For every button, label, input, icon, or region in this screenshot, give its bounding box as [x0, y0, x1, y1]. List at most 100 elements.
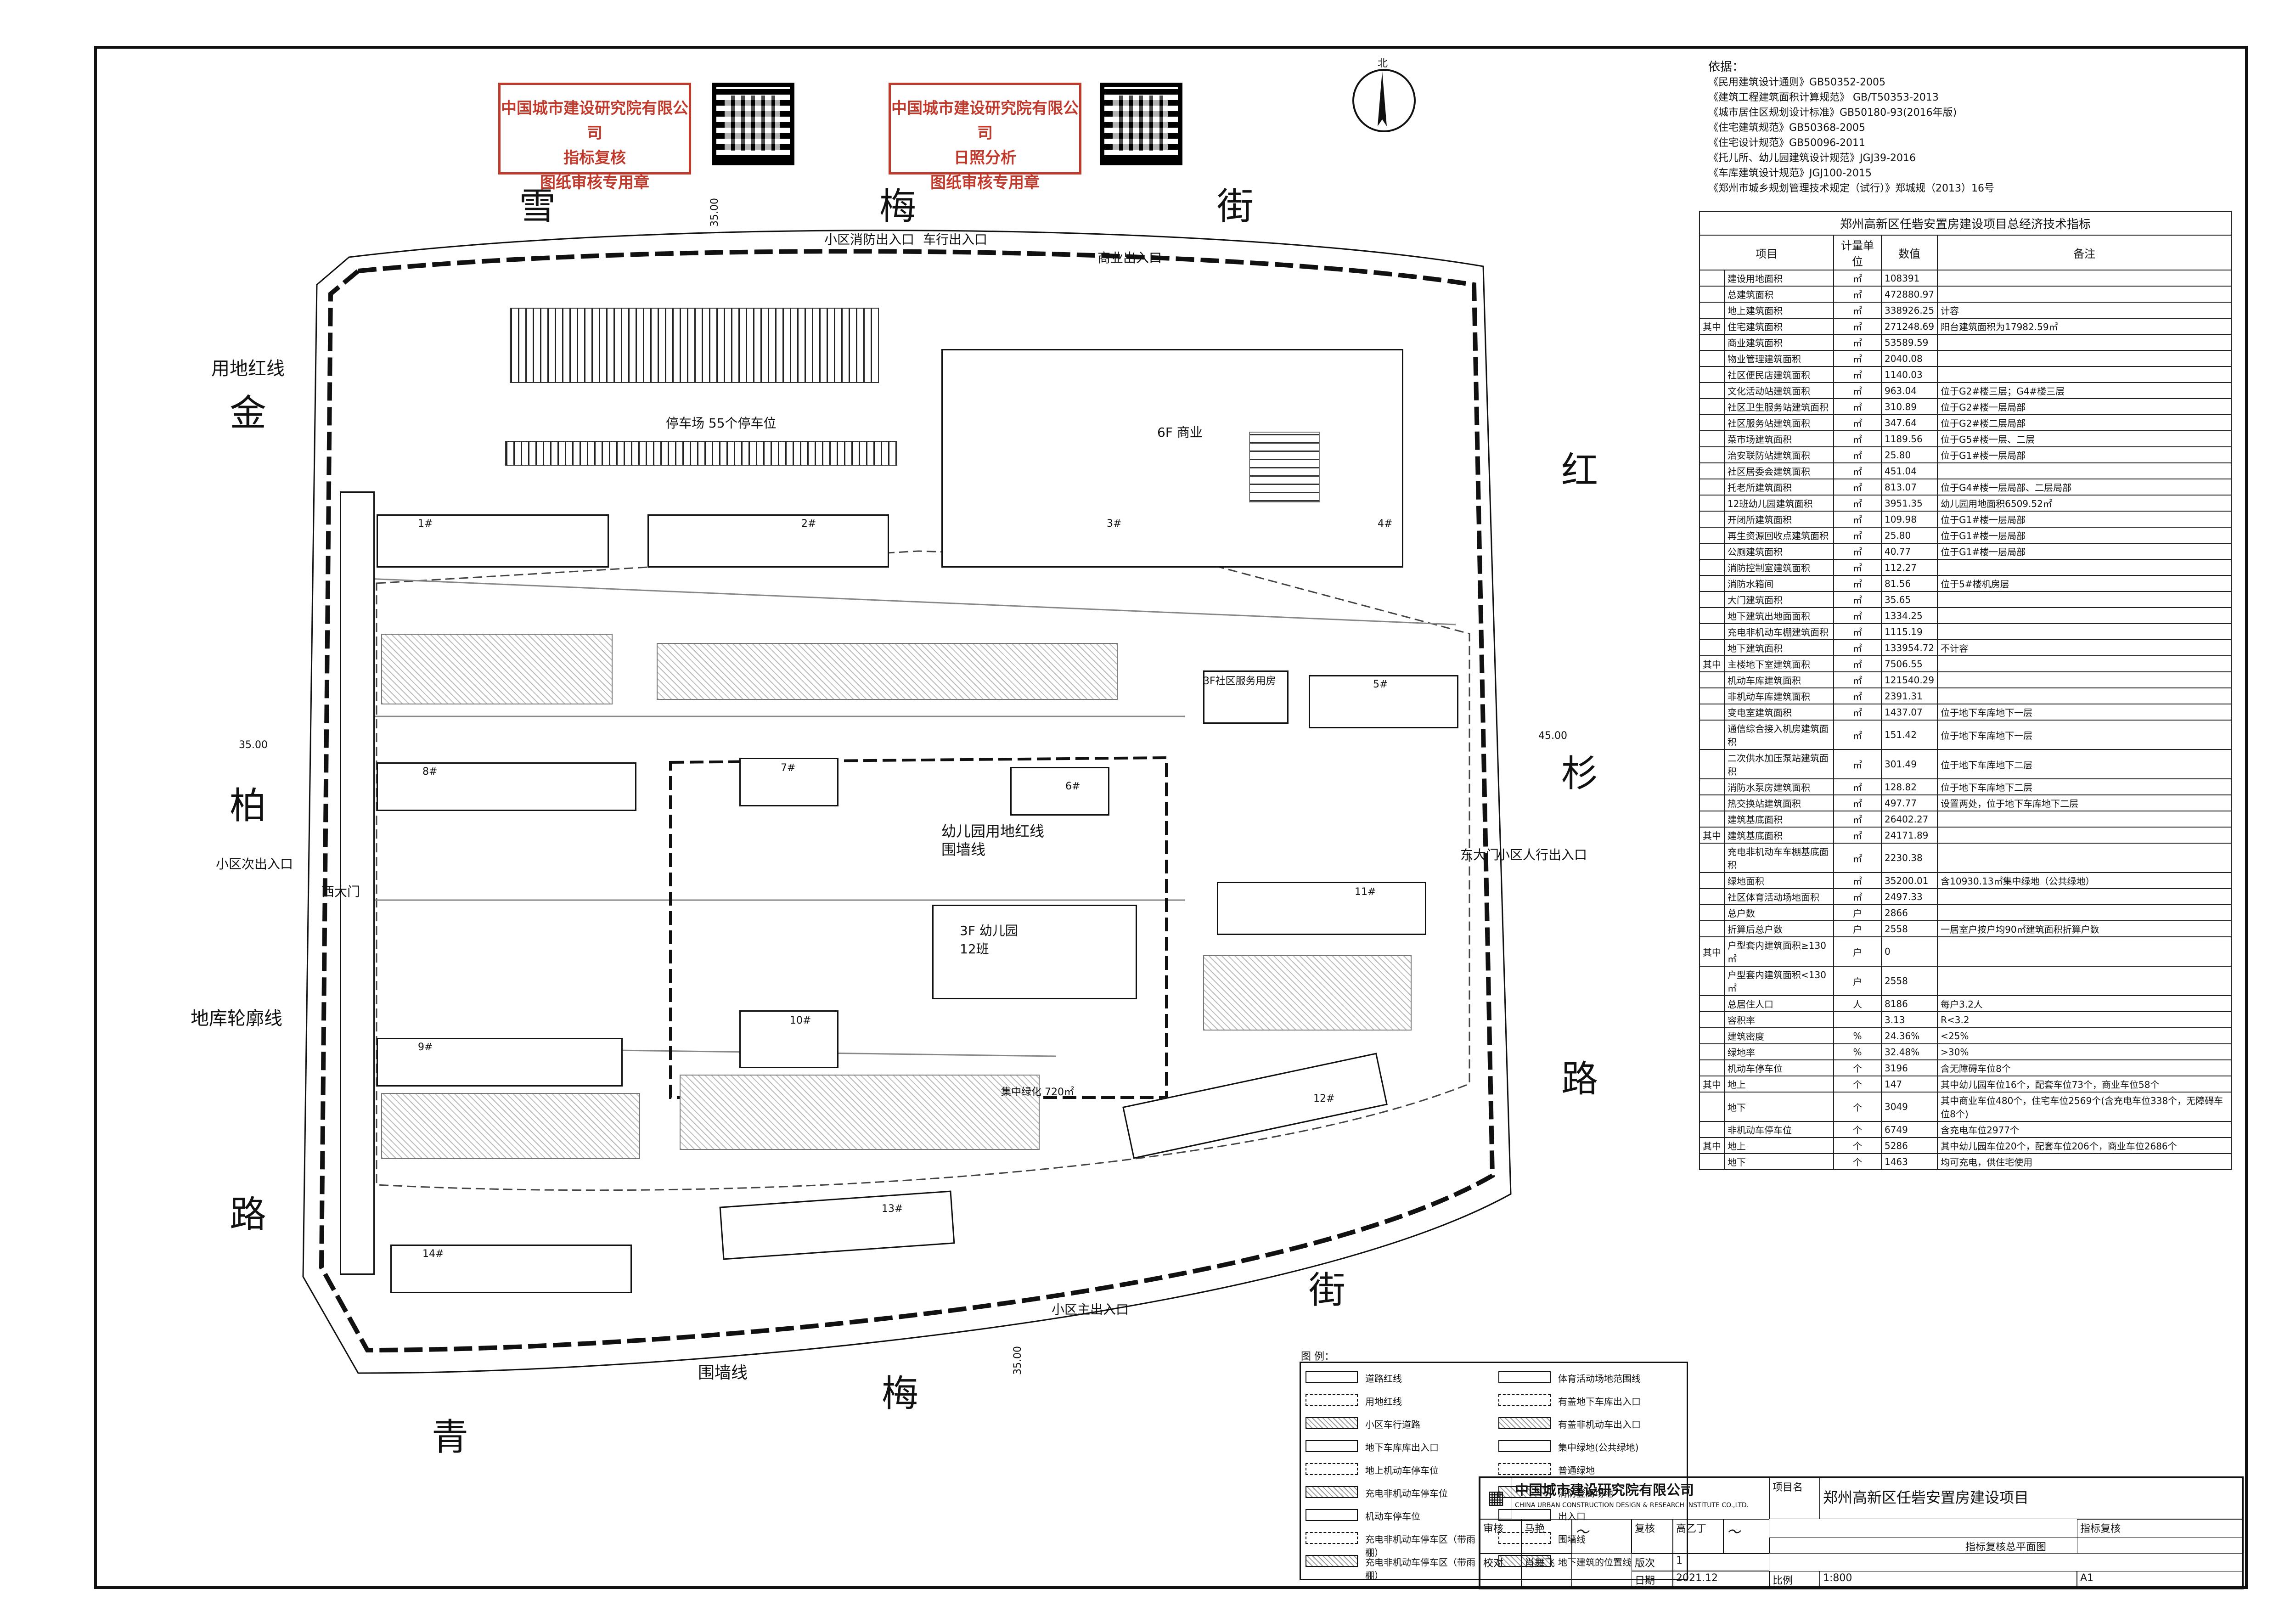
table-cell — [1699, 1121, 1725, 1138]
legend-symbol-icon — [1306, 1486, 1358, 1498]
table-cell: 151.42 — [1880, 720, 1938, 750]
table-cell: 其中幼儿园车位16个，配套车位73个，商业车位58个 — [1937, 1076, 2232, 1093]
table-cell: 2230.38 — [1880, 843, 1938, 873]
building-label-14: 14# — [422, 1248, 444, 1260]
table-cell: 12班幼儿园建筑面积 — [1723, 495, 1835, 512]
building-label-3: 3# — [1107, 518, 1122, 529]
table-cell: ㎡ — [1833, 495, 1882, 512]
table-header: 数值 — [1880, 235, 1938, 270]
legend-symbol-icon — [1498, 1440, 1551, 1452]
reviewer: 马艳 — [1521, 1519, 1572, 1554]
table-cell — [1699, 286, 1725, 303]
table-cell: 0 — [1880, 936, 1938, 967]
table-cell: 24171.89 — [1880, 827, 1938, 844]
proofread-label: 校对 — [1480, 1554, 1521, 1588]
table-cell: 128.82 — [1880, 778, 1938, 795]
green-area-1 — [657, 643, 1118, 700]
table-cell — [1699, 414, 1725, 431]
legend-item: 地下建筑的位置线 — [1494, 1551, 1677, 1569]
table-cell: 位于G1#楼一层局部 — [1937, 511, 2232, 528]
reviewer-signature: 〜 — [1572, 1519, 1632, 1554]
legend-item: 地下车库库出入口 — [1301, 1436, 1485, 1454]
table-cell: 热交换站建筑面积 — [1723, 794, 1835, 811]
dim-bottom: 35.00 — [1012, 1346, 1024, 1375]
table-cell: 变电室建筑面积 — [1723, 704, 1835, 721]
table-cell: 商业建筑面积 — [1723, 334, 1835, 351]
table-cell: 含无障碍车位8个 — [1937, 1059, 2232, 1076]
legend-item: 充电非机动车停车位 — [1301, 1482, 1485, 1500]
qr-code-1 — [712, 83, 794, 165]
proofreader: 肖舞飞 — [1521, 1554, 1572, 1588]
community-service-label: 3F社区服务用房 — [1203, 676, 1276, 687]
table-cell — [1699, 334, 1725, 351]
table-cell — [1699, 872, 1725, 889]
review-label: 审核 — [1480, 1519, 1521, 1554]
legend-symbol-icon — [1306, 1440, 1358, 1452]
table-cell — [1699, 687, 1725, 704]
dim-top: 35.00 — [709, 198, 720, 227]
table-cell: 地下建筑面积 — [1723, 639, 1835, 656]
table-cell: 2040.08 — [1880, 350, 1938, 367]
building-14 — [390, 1245, 632, 1293]
site-boundary — [319, 249, 1495, 1353]
table-cell: 含充电车位2977个 — [1937, 1121, 2232, 1138]
table-cell: 2391.31 — [1880, 687, 1938, 704]
table-cell: 1115.19 — [1880, 623, 1938, 640]
table-cell — [1699, 749, 1725, 779]
table-cell: 个 — [1833, 1137, 1882, 1154]
legend-text: 普通绿地 — [1558, 1465, 1595, 1476]
title-block: ▦ 中国城市建设研究院有限公司 CHINA URBAN CONSTRUCTION… — [1479, 1476, 2244, 1589]
table-cell — [1699, 623, 1725, 640]
building-label-7: 7# — [781, 762, 796, 774]
table-cell: ㎡ — [1833, 843, 1882, 873]
commercial-building — [941, 349, 1403, 568]
table-cell: 位于G1#楼一层局部 — [1937, 446, 2232, 463]
scale-label: 比例 — [1769, 1571, 1820, 1588]
drawing-frame — [94, 46, 2248, 1589]
references-title: 依据： — [1708, 60, 1745, 74]
building-11 — [1217, 882, 1426, 935]
table-cell: 147 — [1880, 1076, 1938, 1093]
legend-item: 有盖非机动车出入口 — [1494, 1414, 1677, 1431]
table-cell: 3951.35 — [1880, 495, 1938, 512]
reference-item: 《民用建筑设计通则》GB50352-2005 — [1708, 77, 1886, 88]
table-cell — [1699, 995, 1725, 1012]
table-cell: 121540.29 — [1880, 671, 1938, 688]
table-cell: ㎡ — [1833, 511, 1882, 528]
table-cell: 总建筑面积 — [1723, 286, 1835, 303]
building-label-4: 4# — [1378, 518, 1393, 529]
reference-item: 《郑州市城乡规划管理技术规定（试行）》郑城规（2013）16号 — [1708, 183, 1994, 194]
table-cell: 绿地率 — [1723, 1043, 1835, 1060]
table-cell: 81.56 — [1880, 575, 1938, 592]
table-cell: 位于地下车库地下一层 — [1937, 720, 2232, 750]
east-gate-label: 东大门 — [1460, 847, 1499, 862]
legend-symbol-icon — [1498, 1394, 1551, 1406]
legend-text: 道路红线 — [1365, 1373, 1402, 1384]
legend-item: 机动车停车位 — [1301, 1505, 1485, 1523]
table-cell: 消防水箱间 — [1723, 575, 1835, 592]
table-cell: 文化活动站建筑面积 — [1723, 382, 1835, 399]
table-cell — [1699, 671, 1725, 688]
garage-outline — [376, 550, 1470, 1191]
table-header: 备注 — [1937, 235, 2232, 270]
table-cell — [1937, 888, 2232, 905]
table-cell — [1699, 1059, 1725, 1076]
table-cell: ㎡ — [1833, 778, 1882, 795]
table-cell: 963.04 — [1880, 382, 1938, 399]
legend-symbol-icon — [1306, 1555, 1358, 1567]
table-cell: 社区居委会建筑面积 — [1723, 462, 1835, 479]
table-cell — [1937, 655, 2232, 672]
